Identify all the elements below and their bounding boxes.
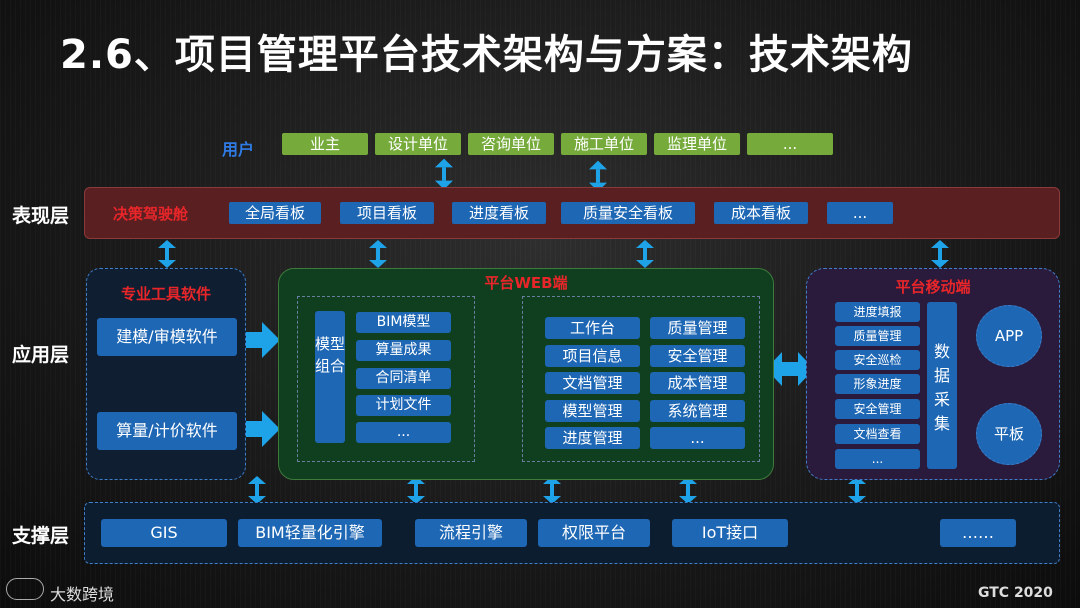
mobile-item-progress-report: 进度填报 — [835, 302, 920, 322]
user-owner: 业主 — [282, 133, 368, 155]
user-consulting-unit: 咨询单位 — [468, 133, 554, 155]
module-project-info: 项目信息 — [545, 345, 640, 367]
support-iot-interface: IoT接口 — [672, 519, 788, 547]
user-supervision-unit: 监理单位 — [654, 133, 740, 155]
model-item-plan: 计划文件 — [356, 395, 451, 416]
arrow-tools-web-2 — [246, 411, 280, 447]
module-workbench: 工作台 — [545, 317, 640, 339]
user-design-unit: 设计单位 — [375, 133, 461, 155]
application-layer-label: 应用层 — [12, 344, 70, 366]
arrow-presentation-tools — [158, 240, 176, 268]
modules-box — [522, 296, 760, 462]
model-item-quantity: 算量成果 — [356, 340, 451, 361]
model-item-bim: BIM模型 — [356, 312, 451, 333]
mobile-item-safety-mgmt: 安全管理 — [835, 399, 920, 419]
dashboard-global: 全局看板 — [229, 202, 321, 224]
mobile-item-quality: 质量管理 — [835, 326, 920, 346]
arrow-web-support-2 — [543, 476, 561, 504]
module-document-mgmt: 文档管理 — [545, 372, 640, 394]
presentation-layer-label: 表现层 — [12, 205, 70, 227]
model-item-more: ... — [356, 422, 451, 443]
mobile-item-safety-inspection: 安全巡检 — [835, 350, 920, 370]
dashboard-progress: 进度看板 — [452, 202, 546, 224]
module-model-mgmt: 模型管理 — [545, 400, 640, 422]
user-construction-unit: 施工单位 — [561, 133, 647, 155]
watermark-text: 大数跨境 — [50, 585, 115, 604]
tablet-circle: 平板 — [976, 403, 1042, 465]
app-circle: APP — [976, 305, 1042, 367]
data-collection-box: 数据采集 — [927, 302, 957, 469]
modeling-software-box: 建模/审模软件 — [97, 318, 237, 356]
support-layer-label: 支撑层 — [12, 525, 70, 547]
web-panel-title: 平台WEB端 — [484, 274, 568, 292]
arrow-tools-support — [248, 476, 266, 504]
arrow-presentation-web-1 — [369, 240, 387, 268]
dashboard-quality-safety: 质量安全看板 — [561, 202, 695, 224]
module-quality-mgmt: 质量管理 — [650, 317, 745, 339]
module-cost-mgmt: 成本管理 — [650, 372, 745, 394]
mobile-item-image-progress: 形象进度 — [835, 374, 920, 394]
arrow-mobile-support — [848, 476, 866, 504]
arrow-presentation-web-2 — [636, 240, 654, 268]
user-more: ... — [747, 133, 833, 155]
module-system-mgmt: 系统管理 — [650, 400, 745, 422]
dashboard-cost: 成本看板 — [714, 202, 808, 224]
page-title: 2.6、项目管理平台技术架构与方案：技术架构 — [60, 32, 913, 78]
dashboard-more: ... — [827, 202, 893, 224]
model-group-box — [297, 296, 475, 462]
mobile-panel-title: 平台移动端 — [895, 278, 971, 296]
module-safety-mgmt: 安全管理 — [650, 345, 745, 367]
mobile-item-document-view: 文档查看 — [835, 424, 920, 444]
support-gis: GIS — [101, 519, 227, 547]
module-more: ... — [650, 427, 745, 449]
decision-cockpit-title: 决策驾驶舱 — [113, 205, 189, 223]
model-item-contract: 合同清单 — [356, 368, 451, 389]
arrow-web-support-1 — [407, 476, 425, 504]
mobile-item-more: ... — [835, 449, 920, 469]
watermark-logo-icon — [6, 578, 44, 600]
dashboard-project: 项目看板 — [340, 202, 434, 224]
arrow-users-presentation-1 — [435, 158, 453, 190]
model-group-label: 模型组合 — [315, 311, 345, 443]
event-label: GTC 2020 — [978, 585, 1053, 601]
support-bim-engine: BIM轻量化引擎 — [238, 519, 382, 547]
module-progress-mgmt: 进度管理 — [545, 427, 640, 449]
arrow-web-support-3 — [679, 476, 697, 504]
arrow-presentation-mobile — [931, 240, 949, 268]
tools-panel-title: 专业工具软件 — [120, 285, 211, 303]
support-workflow-engine: 流程引擎 — [415, 519, 527, 547]
support-permission-platform: 权限平台 — [538, 519, 650, 547]
arrow-tools-web-1 — [246, 322, 280, 358]
costing-software-box: 算量/计价软件 — [97, 412, 237, 450]
support-more: …… — [940, 519, 1016, 547]
users-label: 用户 — [222, 140, 255, 159]
